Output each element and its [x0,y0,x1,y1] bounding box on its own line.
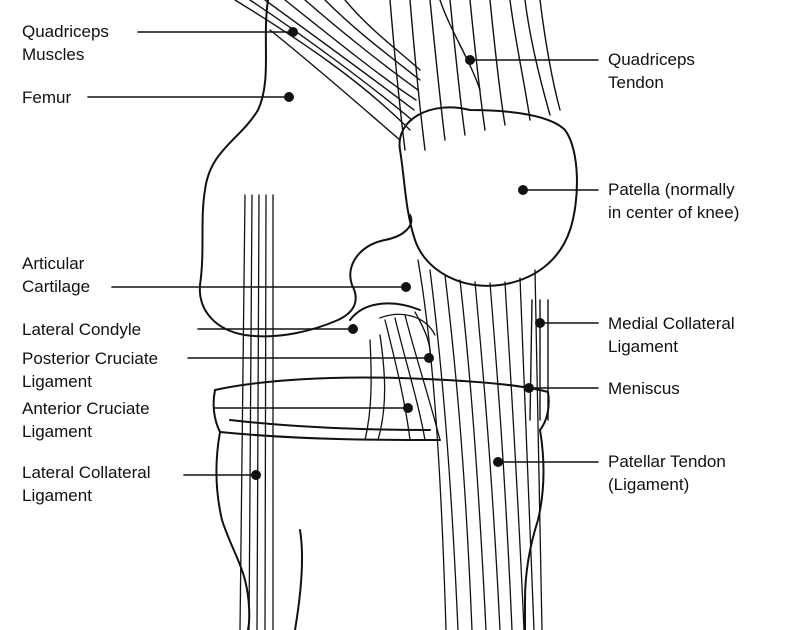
medial-collateral-ligament-drawing [529,299,549,421]
quadriceps-muscles-drawing [234,0,421,141]
patellar-tendon-drawing [417,259,543,630]
label-line: Patellar Tendon [608,452,726,471]
label-line: Patella (normally [608,180,735,199]
label-lateral-collateral-ligament: Lateral Collateral Ligament [22,461,151,507]
label-line: Quadriceps [22,22,109,41]
label-line: Ligament [22,372,92,391]
label-quadriceps-muscles: Quadriceps Muscles [22,20,109,66]
label-line: Posterior Cruciate [22,349,159,368]
label-line: Ligament [22,486,92,505]
label-patella: Patella (normally in center of knee) [608,178,739,224]
patella-outline [398,106,578,287]
meniscus-outline [214,376,550,431]
label-posterior-cruciate-ligament: Posterior Cruciate Ligament [22,347,158,393]
label-anterior-cruciate-ligament: Anterior Cruciate Ligament [22,397,150,443]
label-femur: Femur [22,86,71,109]
label-line: Ligament [22,422,92,441]
leader-lines [87,31,599,476]
leader-dots [251,27,545,480]
label-line: Quadriceps [608,50,695,69]
label-line: Cartilage [22,277,91,296]
quadriceps-tendon-drawing [389,0,561,151]
label-quadriceps-tendon: Quadriceps Tendon [608,48,695,94]
label-line: (Ligament) [608,475,690,494]
femur-outline [198,0,413,338]
tibia-outline [215,431,251,630]
label-articular-cartilage: Articular Cartilage [22,252,90,298]
label-line: Tendon [608,73,664,92]
label-meniscus: Meniscus [608,377,680,400]
label-patellar-tendon: Patellar Tendon (Ligament) [608,450,726,496]
label-medial-collateral-ligament: Medial Collateral Ligament [608,312,735,358]
label-line: Femur [22,88,72,107]
label-line: Ligament [608,337,678,356]
label-line: Lateral Condyle [22,320,142,339]
lateral-collateral-ligament-drawing [239,194,274,630]
label-line: Lateral Collateral [22,463,151,482]
label-line: Meniscus [608,379,680,398]
cruciate-ligaments-drawing [364,311,441,441]
label-line: Articular [22,254,85,273]
label-line: Muscles [22,45,85,64]
label-line: in center of knee) [608,203,740,222]
label-lateral-condyle: Lateral Condyle [22,318,141,341]
label-line: Medial Collateral [608,314,735,333]
label-line: Anterior Cruciate [22,399,150,418]
